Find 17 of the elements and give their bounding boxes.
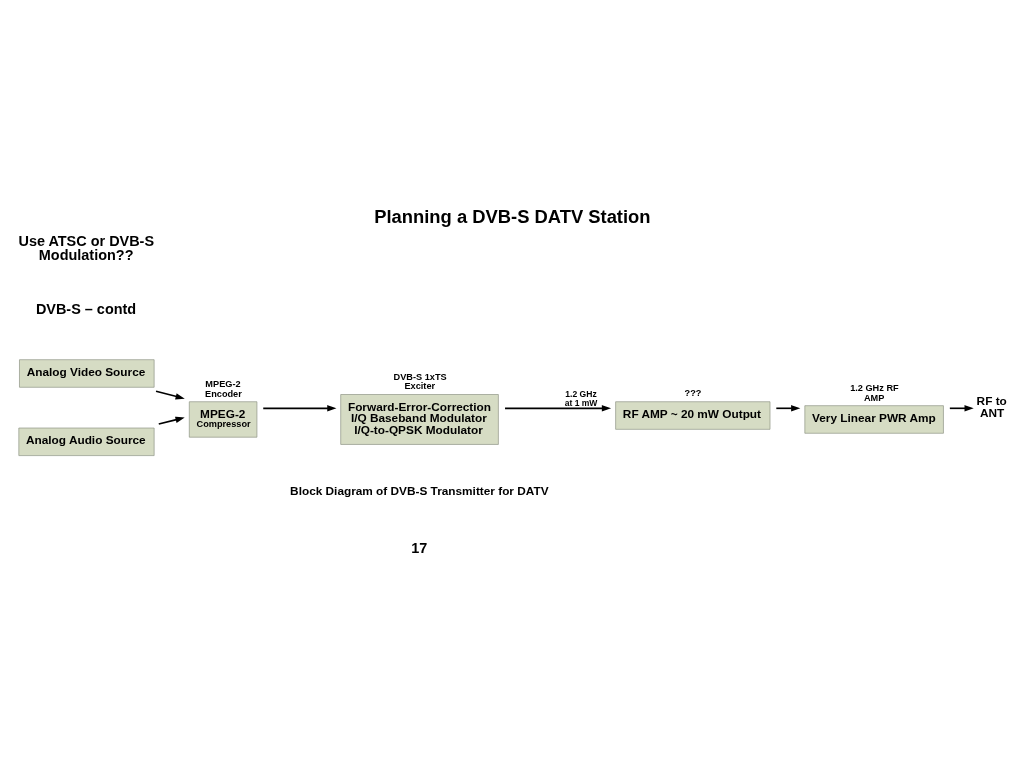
arrow	[948, 405, 974, 412]
label: DVB-S – contd	[35, 301, 136, 318]
label: 17	[410, 539, 427, 556]
edge-label: 1.2 GHz at 1 mW	[564, 389, 597, 408]
node-label: ???	[684, 387, 701, 398]
arrow	[261, 405, 336, 412]
node-label: 1.2 GHz RF AMP	[849, 383, 899, 403]
arrow	[157, 416, 185, 425]
node-text: RF to ANT	[976, 394, 1007, 421]
arrow	[775, 405, 800, 412]
diagram-title: Planning a DVB-S DATV Station	[373, 206, 651, 228]
node-label: MPEG-2 Encoder	[204, 379, 242, 399]
label: Use ATSC or DVB-S Modulation??	[17, 232, 154, 264]
caption: Block Diagram of DVB-S Transmitter for DATV	[289, 484, 549, 499]
arrow	[503, 405, 611, 412]
arrow	[154, 390, 185, 400]
node-label: DVB-S 1xTS Exciter	[393, 372, 447, 392]
